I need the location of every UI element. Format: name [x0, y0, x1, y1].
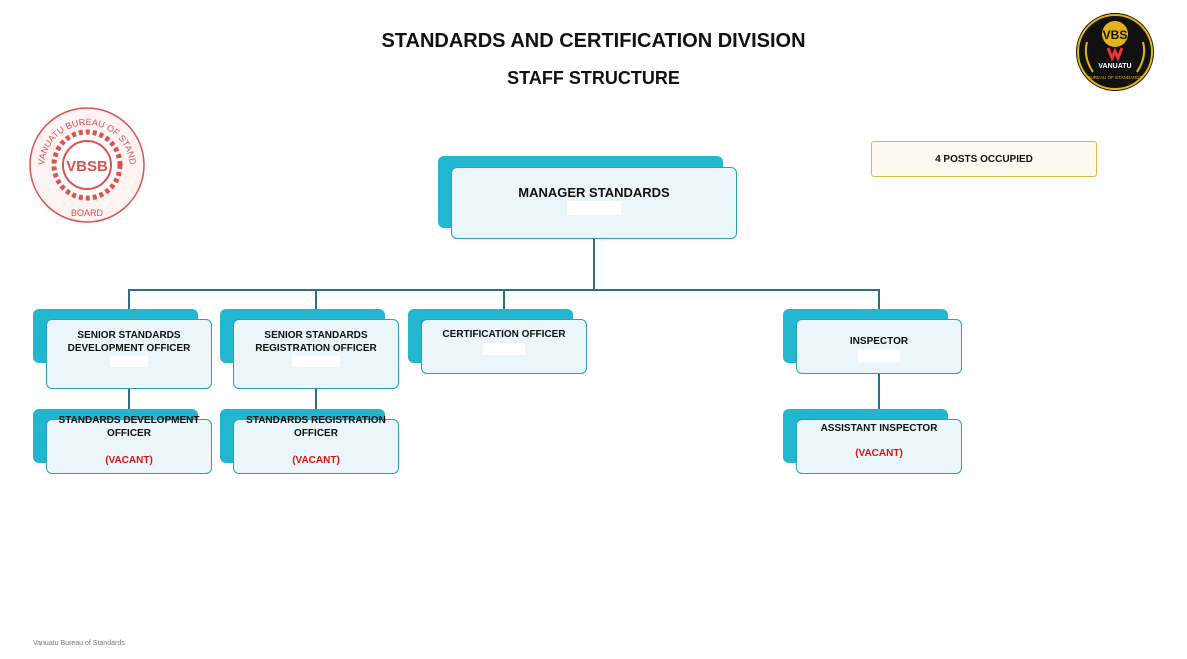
connector-line — [315, 388, 317, 421]
org-node-inspector: INSPECTOR — [783, 309, 963, 375]
org-node-senior-standards-registration-officer: SENIOR STANDARDS REGISTRATION OFFICER — [220, 309, 400, 390]
org-node-assistant-inspector: ASSISTANT INSPECTOR (VACANT) — [783, 409, 963, 475]
node-title: SENIOR STANDARDS REGISTRATION OFFICER — [255, 330, 377, 354]
connector-line — [315, 289, 317, 320]
org-node-manager: MANAGER STANDARDS — [438, 156, 738, 240]
page-subtitle: STAFF STRUCTURE — [507, 68, 680, 88]
svg-text:VBS: VBS — [1103, 28, 1128, 42]
node-title: CERTIFICATION OFFICER — [442, 329, 566, 340]
node-title: INSPECTOR — [849, 336, 909, 347]
footer-text: Vanuatu Bureau of Standards — [33, 640, 125, 647]
posts-occupied-badge: 4 POSTS OCCUPIED — [871, 141, 1097, 177]
connector-line — [878, 373, 880, 421]
connector-line — [503, 289, 505, 320]
vacant-label: (VACANT) — [105, 455, 153, 466]
svg-text:VANUATU: VANUATU — [1098, 63, 1131, 70]
vbs-logo: VBS VANUATU BUREAU OF STANDARDS — [1075, 12, 1155, 92]
org-node-senior-standards-development-officer: SENIOR STANDARDS DEVELOPMENT OFFICER — [33, 309, 213, 390]
org-node-standards-registration-officer: STANDARDS REGISTRATION OFFICER (VACANT) — [220, 409, 400, 475]
node-title: ASSISTANT INSPECTOR — [820, 423, 938, 434]
node-title: STANDARDS DEVELOPMENT OFFICER — [58, 415, 200, 439]
connector-line — [878, 289, 880, 320]
node-title: STANDARDS REGISTRATION OFFICER — [246, 415, 386, 439]
node-title: MANAGER STANDARDS — [518, 185, 670, 200]
page-title: STANDARDS AND CERTIFICATION DIVISION — [381, 30, 806, 52]
vbsb-stamp: VBSB VANUATU BUREAU OF STANDARDS BOARD — [23, 98, 148, 224]
org-node-certification-officer: CERTIFICATION OFFICER — [408, 309, 588, 375]
org-node-standards-development-officer: STANDARDS DEVELOPMENT OFFICER (VACANT) — [33, 409, 213, 475]
connector-line — [593, 238, 595, 290]
vacant-label: (VACANT) — [855, 448, 903, 459]
svg-text:BUREAU OF STANDARDS: BUREAU OF STANDARDS — [1088, 75, 1143, 80]
node-title: SENIOR STANDARDS DEVELOPMENT OFFICER — [67, 330, 191, 354]
connector-line — [128, 388, 130, 421]
vacant-label: (VACANT) — [292, 455, 340, 466]
svg-text:VBSB: VBSB — [66, 158, 108, 175]
svg-text:BOARD: BOARD — [71, 208, 104, 218]
connector-line — [128, 289, 130, 320]
